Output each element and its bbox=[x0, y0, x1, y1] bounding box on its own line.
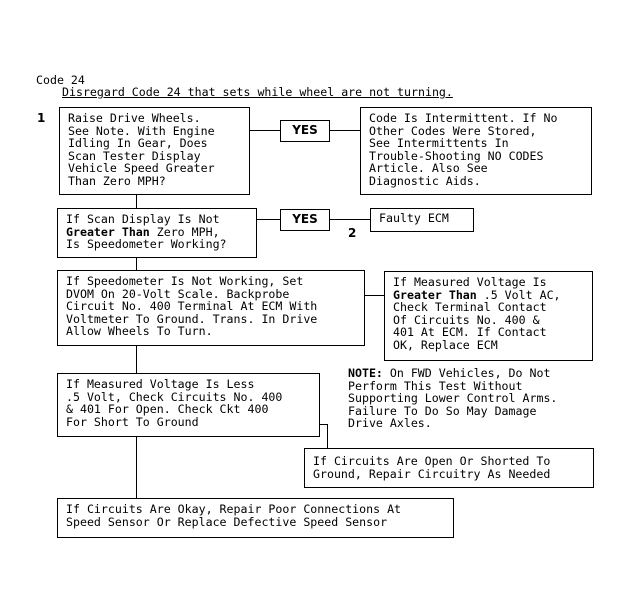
measured-voltage-less-box: If Measured Voltage Is Less .5 Volt, Che… bbox=[57, 373, 320, 437]
scan-display-text-post: Zero MPH, Is Speedometer Working? bbox=[66, 224, 227, 252]
connector-line bbox=[327, 424, 329, 449]
connector-line bbox=[136, 345, 138, 374]
connector-line bbox=[329, 130, 361, 132]
speedometer-check-box: If Speedometer Is Not Working, Set DVOM … bbox=[57, 270, 365, 346]
measured-greater-text-bold: Greater Than bbox=[393, 287, 477, 302]
note-label: NOTE: bbox=[348, 366, 383, 380]
scan-display-text-pre: If Scan Display Is Not bbox=[66, 212, 220, 226]
yes-label-2: YES bbox=[280, 209, 330, 231]
connector-line bbox=[136, 436, 138, 499]
code-intermittent-box: Code Is Intermittent. If No Other Codes … bbox=[360, 107, 592, 195]
connector-line bbox=[257, 219, 281, 221]
circuits-okay-box: If Circuits Are Okay, Repair Poor Connec… bbox=[57, 498, 454, 538]
step-number-1: 1 bbox=[37, 111, 46, 125]
note-block: NOTE: On FWD Vehicles, Do Not Perform Th… bbox=[348, 367, 608, 430]
measured-voltage-greater-box: If Measured Voltage Is Greater Than .5 V… bbox=[384, 271, 593, 361]
connector-line bbox=[136, 257, 138, 271]
scan-display-box: If Scan Display Is Not Greater Than Zero… bbox=[57, 208, 257, 258]
connector-line bbox=[136, 194, 138, 210]
connector-line bbox=[249, 130, 281, 132]
connector-line bbox=[364, 295, 385, 297]
connector-line bbox=[319, 424, 328, 426]
raise-drive-wheels-box: Raise Drive Wheels. See Note. With Engin… bbox=[59, 107, 250, 195]
measured-greater-text-post: .5 Volt AC, Check Terminal Contact Of Ci… bbox=[393, 287, 561, 352]
header-description: Disregard Code 24 that sets while wheel … bbox=[62, 85, 453, 99]
circuits-open-shorted-box: If Circuits Are Open Or Shorted To Groun… bbox=[304, 448, 594, 488]
connector-line bbox=[329, 219, 371, 221]
header-code: Code 24 bbox=[36, 73, 85, 87]
note-text: On FWD Vehicles, Do Not Perform This Tes… bbox=[348, 366, 558, 431]
scan-display-text-bold: Greater Than bbox=[66, 224, 150, 239]
step-number-2: 2 bbox=[348, 226, 357, 240]
yes-label-1: YES bbox=[280, 120, 330, 142]
faulty-ecm-box: Faulty ECM bbox=[370, 208, 474, 232]
measured-greater-text-pre: If Measured Voltage Is bbox=[393, 275, 547, 289]
